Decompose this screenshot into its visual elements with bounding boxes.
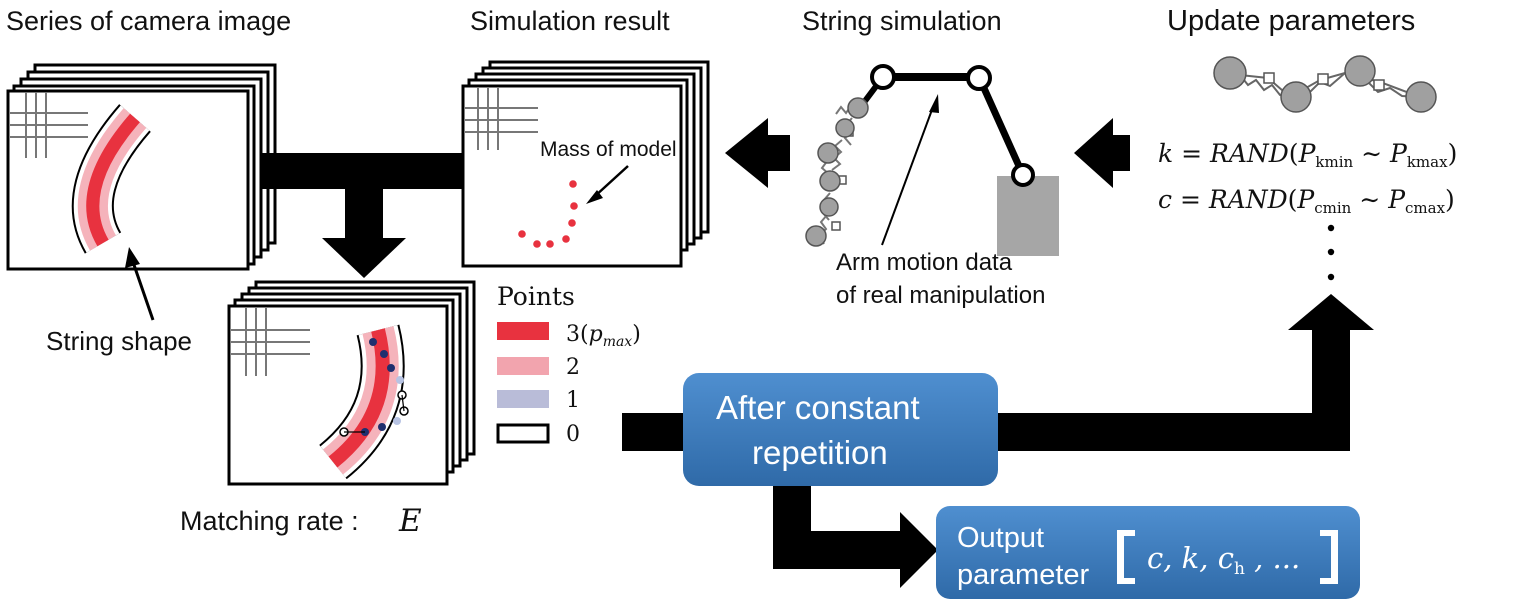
simulation-result-stack: [461, 60, 710, 268]
manipulated-block: [997, 176, 1059, 256]
arrow-to-string-simulation: [1074, 118, 1130, 188]
formula-c: c = RAND(Pcmin ∼ Pcmax): [1158, 185, 1455, 217]
output-bracket-right: [1320, 530, 1338, 584]
label-arm-motion-line2: of real manipulation: [836, 282, 1045, 309]
heading-simulation-result: Simulation result: [470, 6, 670, 36]
output-parameter-box: [936, 506, 1360, 599]
matching-string-shape: [318, 324, 405, 480]
output-parameter-line1: Output: [957, 522, 1044, 554]
label-matching-rate: Matching rate :: [180, 506, 359, 536]
output-parameter-values: c, k, ch , ...: [1147, 541, 1300, 579]
legend-swatch-1: [497, 390, 549, 408]
robot-arm: [859, 64, 1059, 256]
repeat-loop-arrow: [622, 294, 1374, 451]
arm-motion-pointer: [881, 94, 939, 246]
formula-k: k = RAND(Pkmin ∼ Pkmax): [1158, 139, 1457, 171]
camera-image-stack: [6, 63, 277, 271]
points-legend: Points 3(pmax) 2 1 0: [496, 282, 641, 447]
simulation-grid-lines: [465, 88, 538, 150]
mass-arrow: [586, 165, 629, 204]
legend-label-1: 1: [566, 388, 580, 413]
heading-update-parameters: Update parameters: [1167, 5, 1415, 37]
after-repetition-line1: After constant: [716, 389, 920, 426]
after-repetition-line2: repetition: [752, 434, 888, 471]
string-model-masses: [805, 97, 869, 247]
legend-swatch-0: [496, 423, 550, 444]
legend-label-3: 3(pmax): [566, 322, 641, 350]
output-parameter-line2: parameter: [957, 559, 1090, 591]
legend-swatch-3: [497, 322, 549, 340]
heading-string-simulation: String simulation: [802, 6, 1002, 36]
parameter-model: [1213, 55, 1437, 113]
continuation-dots: [1327, 224, 1335, 281]
legend-label-2: 2: [566, 355, 580, 380]
label-string-shape: String shape: [46, 326, 192, 356]
legend-title: Points: [497, 282, 575, 311]
t-connector-arrow: [262, 153, 462, 278]
matching-grid-lines: [231, 308, 310, 376]
matching-symbol: E: [398, 503, 422, 539]
arrow-to-simulation-result: [725, 118, 790, 188]
camera-string-shape: [71, 104, 152, 254]
string-shape-arrow: [125, 247, 155, 321]
after-repetition-box: [683, 373, 998, 486]
camera-grid-lines: [10, 92, 88, 158]
parameter-model-masses: [1213, 55, 1437, 113]
heading-camera: Series of camera image: [6, 6, 291, 36]
label-mass-of-model: Mass of model: [540, 138, 677, 161]
matching-image-stack: [227, 280, 476, 486]
output-arrow: [773, 470, 938, 588]
simulated-mass-points: [518, 180, 578, 248]
matching-dot-connectors: [344, 394, 405, 433]
legend-label-0: 0: [566, 422, 580, 447]
output-bracket-left: [1117, 530, 1135, 584]
label-arm-motion-line1: Arm motion data: [836, 249, 1013, 276]
legend-swatch-2: [497, 357, 549, 375]
